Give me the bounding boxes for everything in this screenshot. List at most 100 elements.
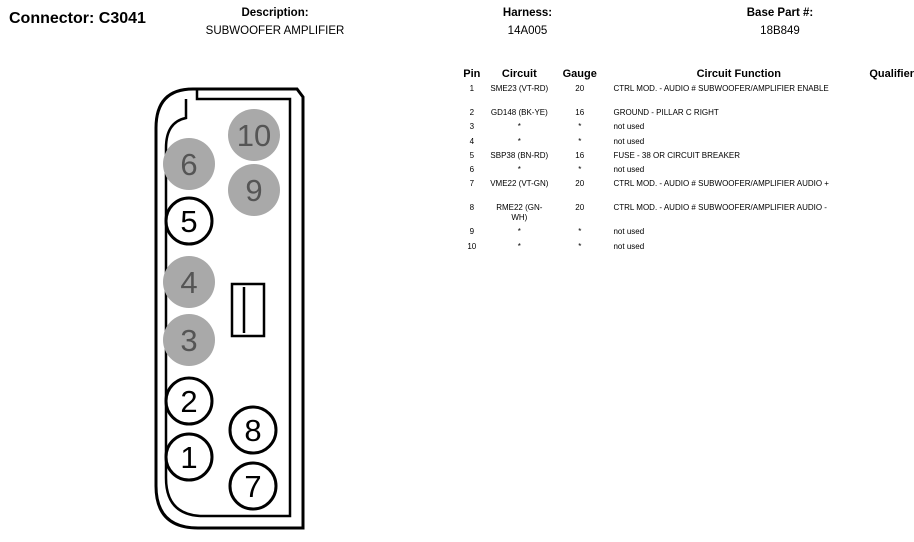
connector-housing-outline (154, 87, 305, 530)
circuit-cell: SME23 (VT-RD) (490, 84, 549, 93)
table-header-row: Pin Circuit Gauge Circuit Function Quali… (455, 68, 914, 84)
qualifier-cell (864, 179, 914, 203)
function-cell: not used (613, 165, 645, 175)
pin-number-label: 5 (180, 204, 197, 239)
pin-cell: 2 (469, 108, 475, 117)
pin-cavity-circle (163, 256, 215, 308)
circuit-cell: * (517, 165, 521, 175)
circuit-cell: GD148 (BK-YE) (490, 108, 548, 117)
qualifier-cell (864, 151, 914, 165)
gauge-column-header: Gauge (562, 68, 597, 80)
pin-number-label: 3 (180, 323, 197, 358)
connector-title: Connector: C3041 (9, 10, 146, 27)
table-row: 8 RME22 (GN-WH) 20 CTRL MOD. - AUDIO # S… (455, 203, 914, 227)
gauge-cell: * (578, 136, 582, 146)
housing-inner-left-wall (164, 99, 201, 518)
pin-2-used: 2 (164, 376, 214, 426)
description-value: SUBWOOFER AMPLIFIER (205, 25, 345, 37)
harness-value: 14A005 (507, 25, 548, 37)
pin-cell: 9 (469, 227, 475, 237)
pin-number-label: 9 (245, 173, 262, 208)
gauge-cell: 16 (575, 150, 585, 160)
pin-cell: 10 (467, 241, 477, 251)
function-cell: CTRL MOD. - AUDIO # SUBWOOFER/AMPLIFIER … (613, 84, 829, 93)
gauge-cell: * (578, 122, 582, 132)
function-cell: GROUND - PILLAR C RIGHT (613, 108, 719, 117)
qualifier-cell (864, 203, 914, 227)
function-cell: not used (613, 122, 645, 132)
qualifier-cell (864, 165, 914, 179)
pin-cavity-circle (228, 109, 280, 161)
pin-cavity-circle (228, 461, 278, 511)
function-cell: FUSE - 38 OR CIRCUIT BREAKER (613, 150, 741, 160)
qualifier-column-header: Qualifier (869, 68, 914, 80)
table-row: 7 VME22 (VT-GN) 20 CTRL MOD. - AUDIO # S… (455, 179, 914, 203)
pin-5-used: 5 (164, 196, 214, 246)
pin-number-label: 2 (180, 384, 197, 419)
function-cell: not used (613, 241, 645, 251)
gauge-cell: 16 (575, 108, 585, 117)
pin-cavity-circle (164, 432, 214, 482)
qualifier-cell (864, 137, 914, 151)
pin-column-header: Pin (463, 68, 481, 80)
pin-cell: 8 (469, 203, 475, 213)
description-block: Description: SUBWOOFER AMPLIFIER (190, 7, 360, 37)
polarization-key (230, 282, 266, 338)
table-row: 5 SBP38 (BN-RD) 16 FUSE - 38 OR CIRCUIT … (455, 151, 914, 165)
pin-cell: 1 (469, 84, 475, 93)
pin-number-label: 10 (237, 118, 271, 153)
circuit-cell: * (517, 227, 521, 237)
pin-8-used: 8 (228, 405, 278, 455)
table-row: 10 * * not used (455, 242, 914, 256)
circuit-column-header: Circuit (501, 68, 537, 80)
pin-cell: 6 (469, 165, 475, 175)
pin-10-unused: 10 (228, 109, 280, 161)
pin-number-label: 6 (180, 147, 197, 182)
housing-inner-right-wall (195, 90, 292, 518)
connector-face-diagram: 10 6 9 5 4 3 2 8 1 7 (154, 87, 305, 530)
circuit-cell: RME22 (GN-WH) (496, 203, 543, 222)
pin-number-label: 4 (180, 265, 197, 300)
pin-cavities: 10 6 9 5 4 3 2 8 1 7 (163, 109, 280, 511)
function-column-header: Circuit Function (696, 68, 781, 80)
table-row: 6 * * not used (455, 165, 914, 179)
circuit-cell: SBP38 (BN-RD) (490, 150, 549, 160)
pin-cell: 4 (469, 136, 475, 146)
base-part-value: 18B849 (760, 25, 800, 37)
pin-cell: 3 (469, 122, 475, 132)
qualifier-cell (864, 122, 914, 136)
qualifier-cell (864, 227, 914, 241)
gauge-cell: * (578, 165, 582, 175)
qualifier-cell (864, 84, 914, 108)
pin-1-used: 1 (164, 432, 214, 482)
function-cell: not used (613, 227, 645, 237)
gauge-cell: * (578, 227, 582, 237)
function-cell: CTRL MOD. - AUDIO # SUBWOOFER/AMPLIFIER … (613, 203, 827, 213)
base-part-label: Base Part #: (746, 7, 814, 19)
table-row: 3 * * not used (455, 122, 914, 136)
circuit-cell: VME22 (VT-GN) (490, 179, 549, 189)
gauge-cell: 20 (575, 203, 585, 213)
table-row: 2 GD148 (BK-YE) 16 GROUND - PILLAR C RIG… (455, 108, 914, 122)
function-cell: not used (613, 136, 645, 146)
pin-9-unused: 9 (228, 164, 280, 216)
gauge-cell: * (578, 241, 582, 251)
pin-number-label: 8 (244, 413, 261, 448)
table-row: 9 * * not used (455, 227, 914, 241)
pin-number-label: 7 (244, 469, 261, 504)
pin-4-unused: 4 (163, 256, 215, 308)
pin-cavity-circle (163, 138, 215, 190)
gauge-cell: 20 (575, 179, 585, 189)
pin-cell: 5 (469, 150, 475, 160)
pinout-table: Pin Circuit Gauge Circuit Function Quali… (455, 68, 914, 256)
circuit-cell: * (517, 241, 521, 251)
harness-label: Harness: (502, 7, 553, 19)
base-part-block: Base Part #: 18B849 (720, 7, 840, 37)
pin-cavity-circle (164, 376, 214, 426)
pin-cell: 7 (469, 179, 475, 189)
pin-3-unused: 3 (163, 314, 215, 366)
pin-cavity-circle (228, 405, 278, 455)
pin-7-used: 7 (228, 461, 278, 511)
pin-cavity-circle (164, 196, 214, 246)
pin-number-label: 1 (180, 440, 197, 475)
